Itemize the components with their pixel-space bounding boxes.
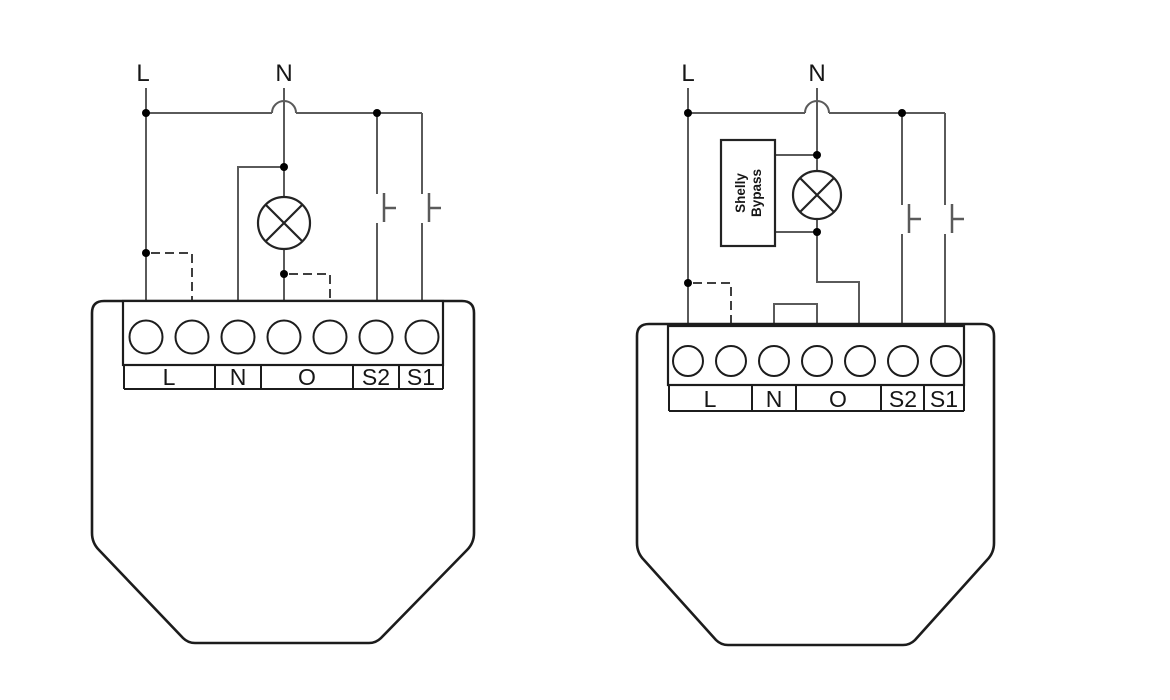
terminal-label-s1: S1	[407, 364, 435, 390]
terminal-hole-n	[758, 345, 790, 377]
terminal-labels: L N O S2 S1	[704, 386, 958, 412]
switch-s2-symbol	[907, 204, 921, 233]
terminal-label-n: N	[230, 364, 247, 390]
terminal-label-s2: S2	[362, 364, 390, 390]
junction-dot	[898, 109, 906, 117]
switch-s1-symbol	[427, 193, 441, 222]
shelly-bypass-module: Shelly Bypass	[719, 138, 777, 248]
terminal-labels: L N O S2 S1	[163, 364, 435, 390]
terminal-hole-l1	[672, 345, 704, 377]
wire-crossover-hop	[271, 100, 297, 114]
device-body	[90, 299, 476, 645]
terminal-hole-o1	[801, 345, 833, 377]
bypass-label: Shelly Bypass	[733, 169, 764, 217]
optional-live-link-dashed	[693, 282, 732, 325]
junction-dot	[684, 279, 692, 287]
optional-live-link-dashed	[151, 252, 193, 301]
neutral-branch-to-n-terminal	[237, 166, 284, 303]
terminal-hole-l1	[128, 319, 164, 355]
terminal-holes	[128, 319, 440, 355]
bypass-label-line1: Shelly	[733, 173, 748, 213]
bypass-box	[719, 138, 777, 248]
neutral-supply-label: N	[808, 60, 825, 87]
diagram-with-neutral: L N	[90, 60, 476, 645]
terminal-label-l: L	[704, 386, 717, 412]
terminal-label-s2: S2	[889, 386, 917, 412]
live-supply-label: L	[136, 60, 149, 87]
bypass-label-line2: Bypass	[749, 169, 764, 217]
junction-dot	[280, 270, 288, 278]
device-body	[635, 322, 996, 647]
junction-dots	[684, 109, 906, 287]
terminal-label-o: O	[298, 364, 316, 390]
terminal-hole-s1	[930, 345, 962, 377]
terminal-hole-s2	[358, 319, 394, 355]
terminal-label-strip	[123, 365, 444, 390]
shelly-device: L N O S2 S1	[90, 299, 476, 645]
lamp-to-output-terminal-wire	[816, 219, 860, 327]
switch-s2-symbol	[382, 193, 396, 222]
junction-dots	[142, 109, 381, 278]
diagram-with-bypass: L N	[635, 60, 996, 647]
terminal-label-s1: S1	[930, 386, 958, 412]
lamp-symbol	[791, 169, 843, 221]
neutral-supply-label: N	[275, 60, 292, 87]
junction-dot	[142, 109, 150, 117]
junction-dot	[813, 151, 821, 159]
terminal-hole-o1	[266, 319, 302, 355]
terminal-hole-o2	[844, 345, 876, 377]
terminal-label-n: N	[766, 386, 783, 412]
terminal-hole-n	[220, 319, 256, 355]
terminal-hole-s1	[404, 319, 440, 355]
junction-dot	[142, 249, 150, 257]
junction-dot	[813, 228, 821, 236]
terminal-hole-s2	[887, 345, 919, 377]
lamp-cross	[799, 177, 835, 213]
wires	[687, 88, 946, 327]
switch-s1-symbol	[950, 204, 964, 233]
lamp-symbol	[256, 195, 312, 251]
terminal-label-strip	[668, 385, 965, 412]
optional-output-link-dashed	[289, 273, 331, 301]
lamp-cross	[264, 203, 304, 243]
n-to-o-terminal-jumper	[773, 303, 818, 327]
terminal-hole-l2	[174, 319, 210, 355]
terminal-holes	[672, 345, 962, 377]
terminal-hole-l2	[715, 345, 747, 377]
wire-crossover-hop	[804, 100, 830, 114]
junction-dot	[684, 109, 692, 117]
shelly-device: L N O S2 S1	[635, 322, 996, 647]
junction-dot	[373, 109, 381, 117]
terminal-label-l: L	[163, 364, 176, 390]
junction-dot	[280, 163, 288, 171]
terminal-label-o: O	[829, 386, 847, 412]
wires	[145, 88, 423, 303]
live-supply-label: L	[681, 60, 694, 87]
terminal-hole-o2	[312, 319, 348, 355]
